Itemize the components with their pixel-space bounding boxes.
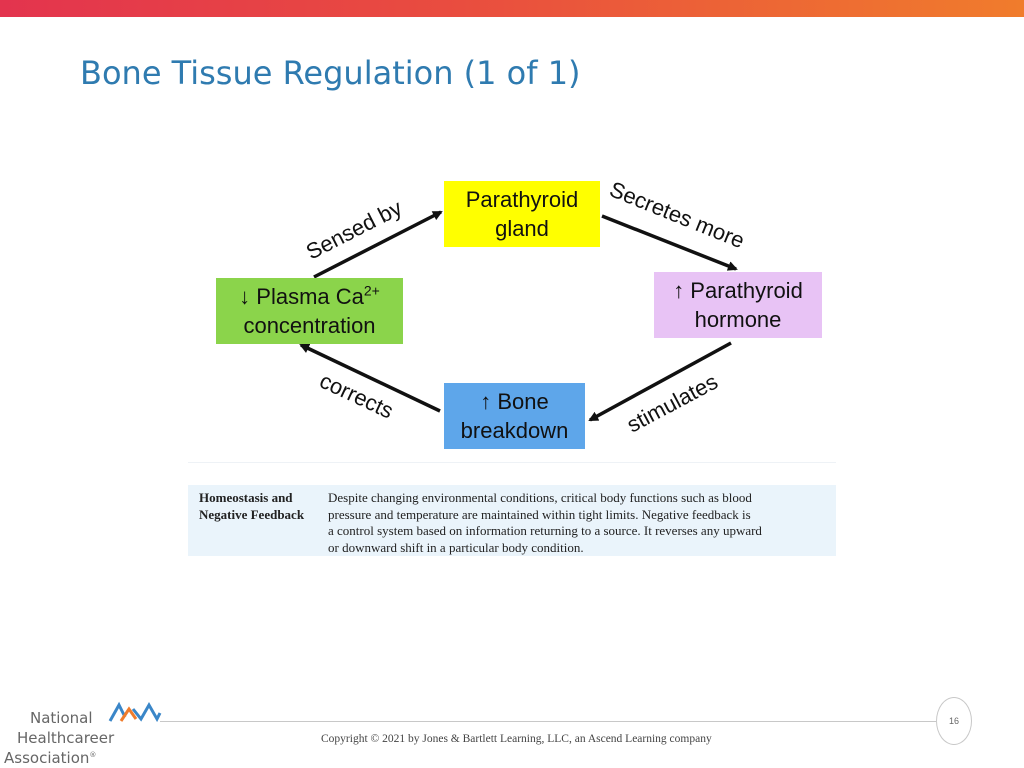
info-text-line: or downward shift in a particular body c… [328,539,584,555]
page-number: 16 [936,697,972,745]
top-accent-bar [0,0,1024,17]
node-plasma-calcium-line1: ↓ Plasma Ca2+ [239,282,380,311]
logo-text-national: National [30,709,93,727]
node-parathyroid-gland-line1: Parathyroid [465,187,579,212]
separator-line [188,462,836,463]
info-text-line: a control system based on information re… [328,523,762,538]
info-box-heading: Homeostasis and Negative Feedback [199,490,317,523]
copyright-text: Copyright © 2021 by Jones & Bartlett Lea… [321,733,712,745]
node-bone-breakdown-line1: ↑ Bone [480,389,549,414]
arrow-stimulates [588,341,732,422]
registered-mark: ® [89,751,97,759]
label-secretes-more: Secretes more [606,176,748,253]
node-parathyroid-hormone-line1: ↑ Parathyroid [673,278,803,303]
slide-title: Bone Tissue Regulation (1 of 1) [80,54,581,92]
label-corrects: corrects [316,368,397,424]
label-stimulates: stimulates [623,369,722,438]
label-sensed-by: Sensed by [302,195,406,264]
calcium-charge: 2+ [363,282,380,299]
info-text-line: pressure and temperature are maintained … [328,506,751,522]
node-plasma-calcium-line2: concentration [243,313,376,338]
footer-divider [160,721,936,722]
logo-text-healthcareer: Healthcareer [17,729,115,747]
node-bone-breakdown: ↑ Bone breakdown [444,383,585,449]
info-text-line: Despite changing environmental condition… [328,490,752,505]
logo-text-association-word: Association [4,749,90,767]
arrow-sensed-by [313,210,443,279]
info-box: Homeostasis and Negative Feedback Despit… [188,485,836,556]
node-parathyroid-gland: Parathyroid gland [444,181,600,247]
arrow-corrects [299,343,441,413]
plasma-calcium-label: ↓ Plasma Ca [239,284,364,309]
node-parathyroid-hormone-line2: hormone [694,307,782,332]
nha-logo-icon [108,701,162,723]
node-bone-breakdown-line2: breakdown [460,418,569,443]
arrow-secretes-more [601,214,738,271]
node-parathyroid-gland-line2: gland [495,216,549,241]
node-plasma-calcium: ↓ Plasma Ca2+ concentration [216,278,403,344]
logo-text-association: Association® [4,749,96,767]
info-heading-line: Negative Feedback [199,506,305,522]
info-heading-line: Homeostasis and [199,490,293,505]
node-parathyroid-hormone: ↑ Parathyroid hormone [654,272,822,338]
info-box-text: Despite changing environmental condition… [328,490,828,556]
